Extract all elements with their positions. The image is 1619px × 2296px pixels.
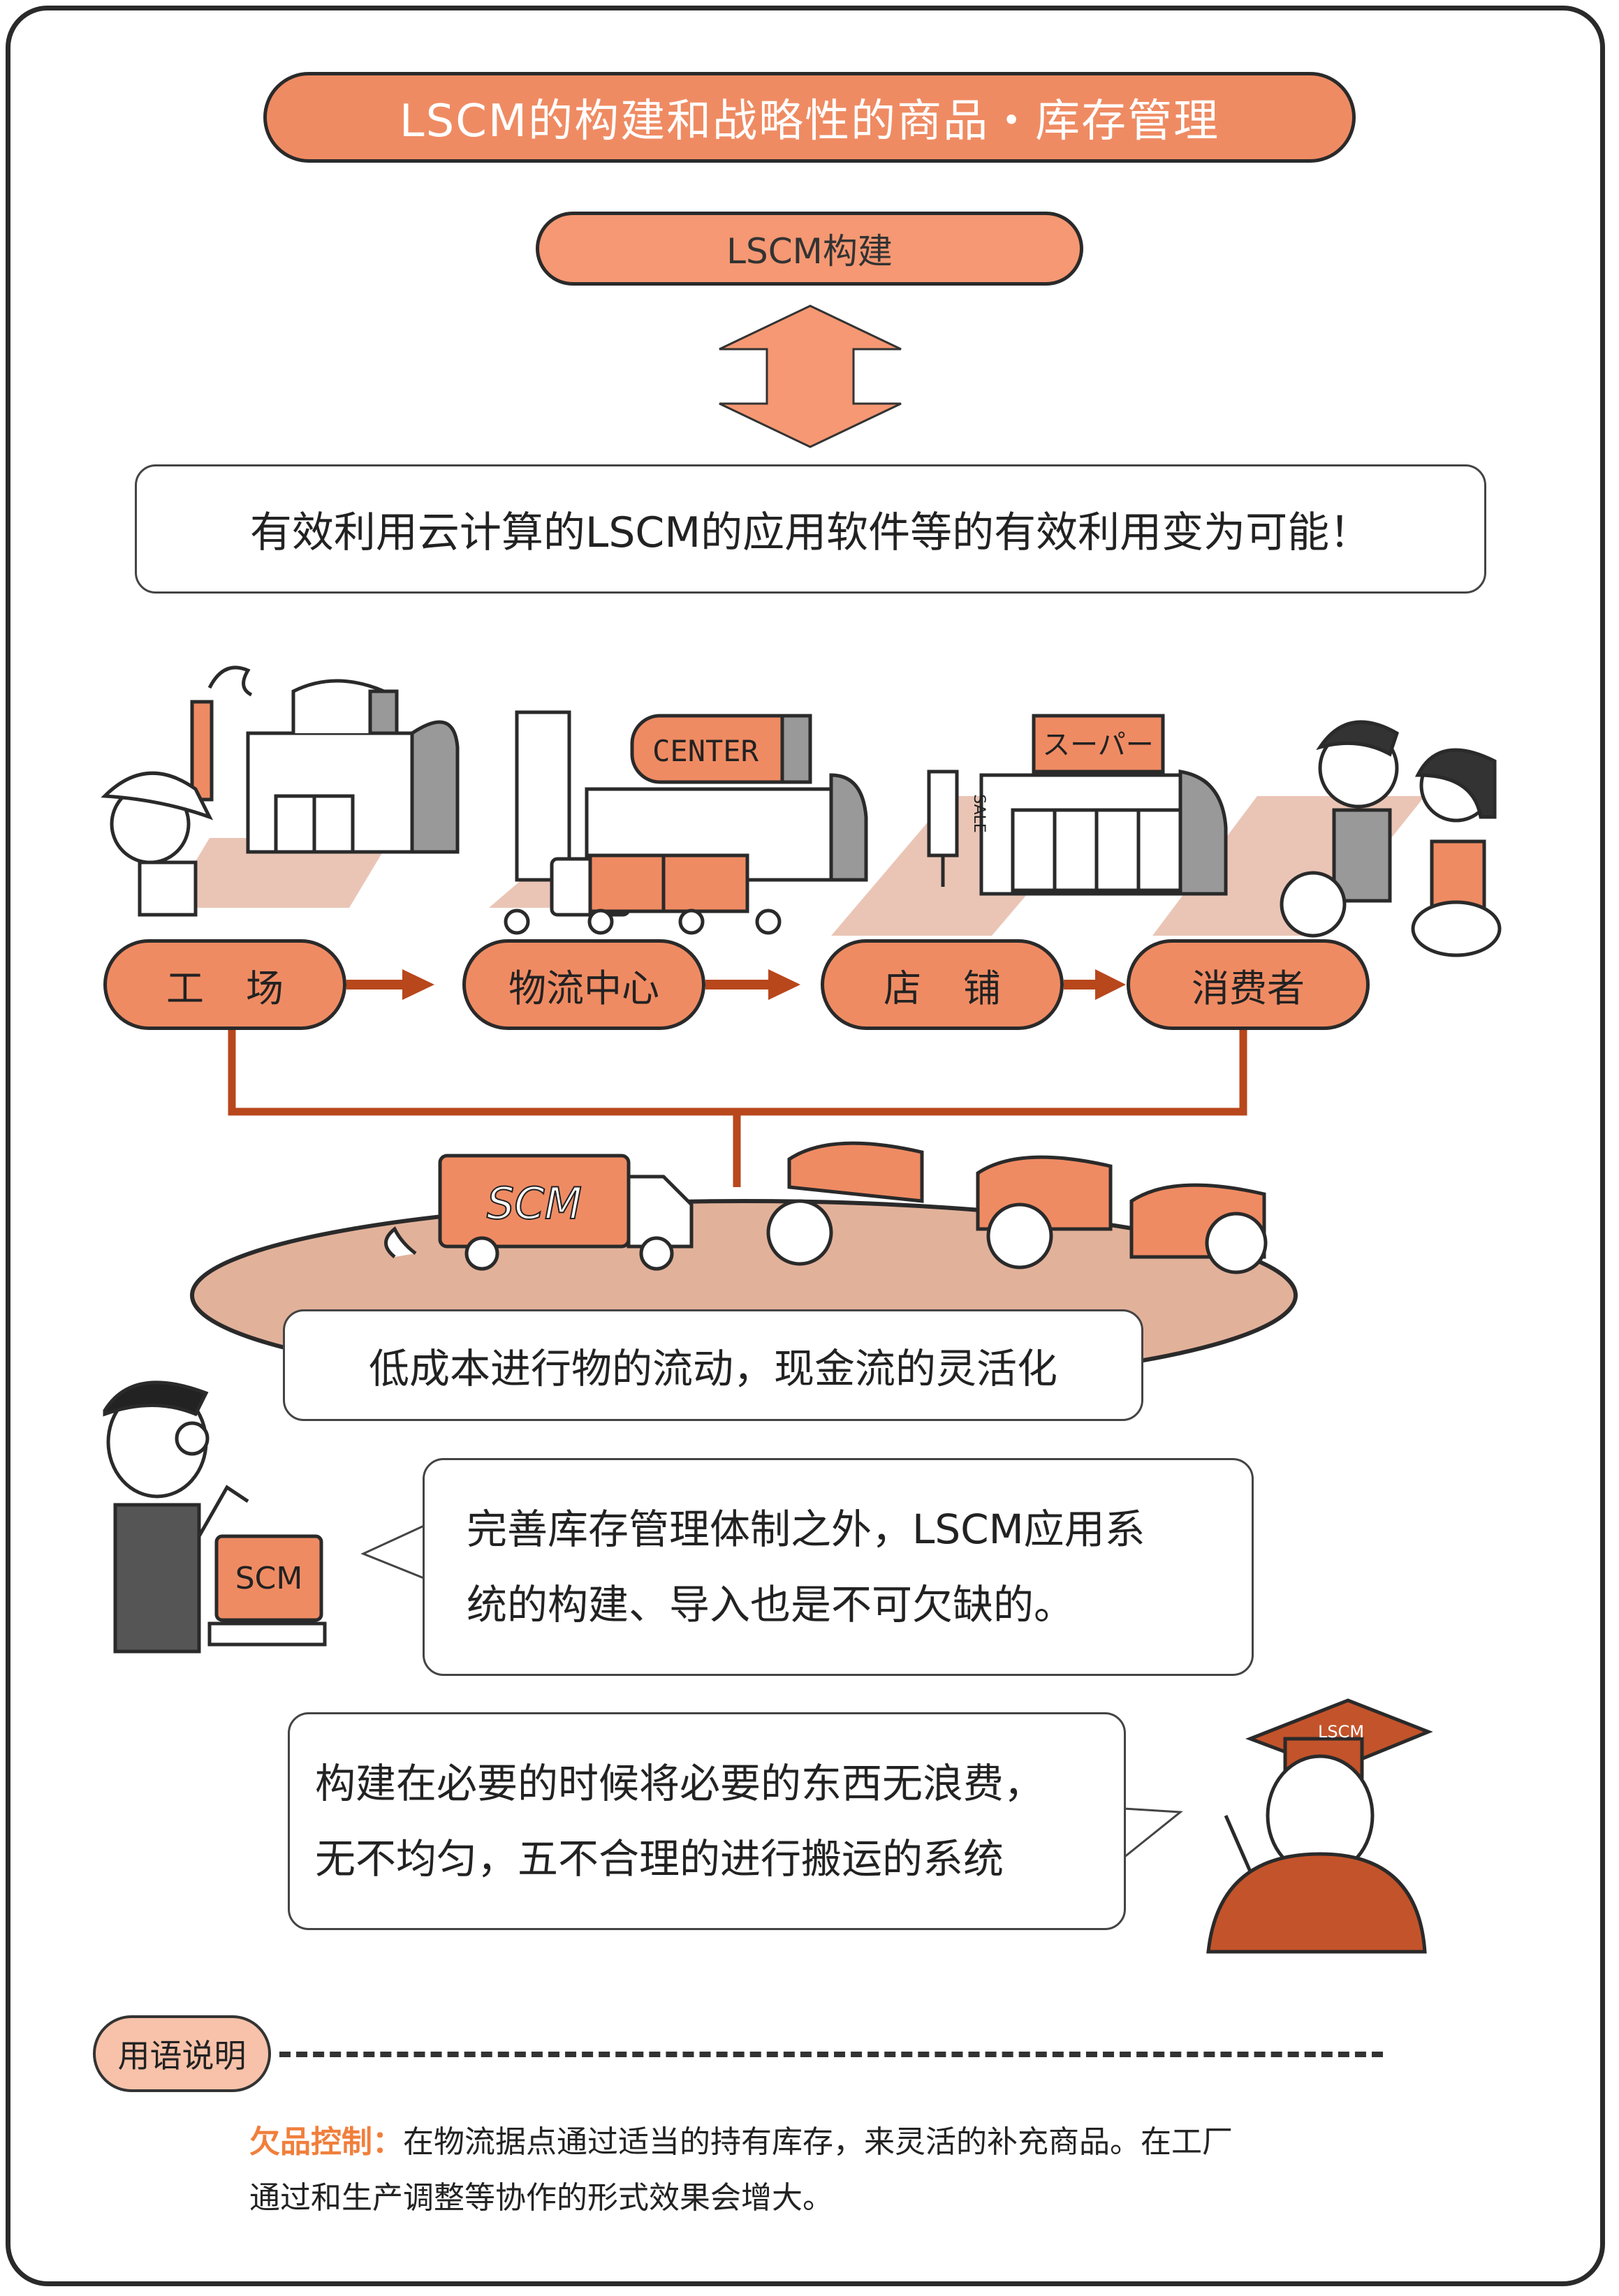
double-arrow-icon: [719, 304, 902, 448]
flow-arrows: [346, 969, 1126, 1000]
speech-bubble-professor: 构建在必要的时候将必要的东西无浪费， 无不均匀，五不合理的进行搬运的系统: [288, 1712, 1126, 1930]
speech-1-line-2: 统的构建、导入也是不可欠缺的。: [467, 1581, 1075, 1628]
factory-illustration: [101, 665, 460, 917]
businessman-illustration: [103, 1381, 327, 1654]
factory-path: [168, 838, 391, 908]
consumers-illustration: [1280, 720, 1502, 957]
speech-tail-2: [1122, 1807, 1183, 1860]
center-illustration: [504, 710, 868, 935]
sale-sign: SALE: [970, 794, 988, 833]
flow-node-factory: 工场: [103, 939, 346, 1030]
hat-label: LSCM: [1318, 1722, 1364, 1742]
speech-tail-1: [360, 1524, 425, 1580]
center-sign: CENTER: [652, 734, 759, 768]
flow-node-distribution-center: 物流中心: [462, 939, 705, 1030]
cloud-statement: 有效利用云计算的LSCM的应用软件等的有效利用变为可能！: [135, 464, 1486, 594]
speech-1-line-1: 完善库存管理体制之外，LSCM应用系: [467, 1506, 1145, 1553]
terms-divider: [279, 2052, 1383, 2057]
professor-illustration: [1206, 1698, 1433, 1954]
term-name: 欠品控制：: [249, 2124, 403, 2160]
term-definition: 欠品控制：在物流据点通过适当的持有库存，来灵活的补充商品。在工厂 通过和生产调整…: [249, 2114, 1437, 2226]
connector-line: [228, 1030, 1247, 1187]
store-illustration: [927, 714, 1228, 896]
terms-tag: 用语说明: [93, 2015, 271, 2092]
term-definition-line-1: 在物流据点通过适当的持有库存，来灵活的补充商品。在工厂: [403, 2124, 1233, 2160]
speech-bubble-businessman: 完善库存管理体制之外，LSCM应用系 统的构建、导入也是不可欠缺的。: [423, 1458, 1254, 1676]
lscm-build-label: LSCM构建: [536, 212, 1083, 286]
flow-node-consumer: 消费者: [1127, 939, 1370, 1030]
computer-screen-label: SCM: [235, 1561, 303, 1596]
speech-2-line-2: 无不均匀，五不合理的进行搬运的系统: [315, 1835, 1004, 1883]
speech-2-line-1: 构建在必要的时候将必要的东西无浪费，: [315, 1760, 1045, 1807]
super-sign: スーパー: [1042, 729, 1154, 761]
page-title: LSCM的构建和战略性的商品・库存管理: [263, 72, 1356, 163]
truck-logo: SCM: [487, 1178, 582, 1229]
term-definition-line-2: 通过和生产调整等协作的形式效果会增大。: [249, 2180, 833, 2216]
scm-illustration: [384, 1141, 1268, 1274]
flow-node-store: 店铺: [821, 939, 1064, 1030]
result-statement: 低成本进行物的流动，现金流的灵活化: [283, 1309, 1143, 1421]
